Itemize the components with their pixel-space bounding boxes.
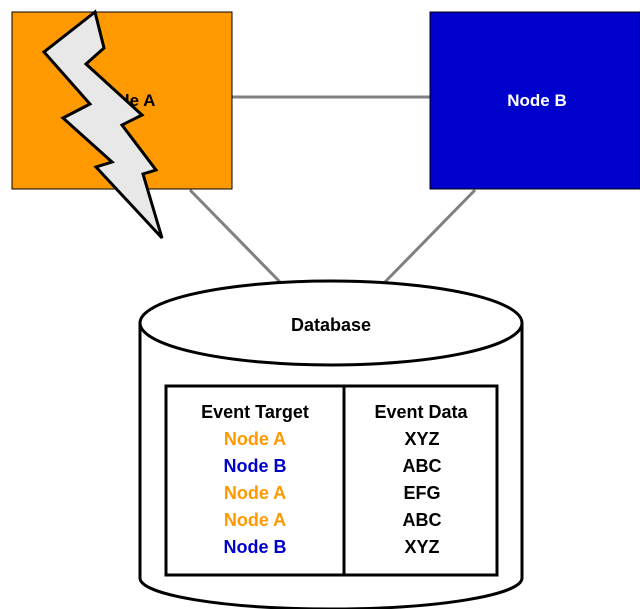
table-cell-target: Node B — [224, 456, 287, 476]
table-cell-target: Node A — [224, 483, 286, 503]
header-event-data: Event Data — [374, 402, 468, 422]
node-b: Node B — [429, 11, 640, 190]
table-cell-data: XYZ — [404, 429, 439, 449]
database-top — [138, 279, 524, 367]
header-event-target: Event Target — [201, 402, 309, 422]
connectors — [188, 95, 477, 284]
connector-b-database — [383, 188, 477, 284]
table-cell-target: Node A — [224, 429, 286, 449]
node-b-label: Node B — [507, 91, 567, 110]
lightning-bolt-icon — [41, 9, 164, 240]
table-cell-target: Node B — [224, 537, 287, 557]
node-b-box — [429, 11, 640, 190]
table-cell-data: XYZ — [404, 537, 439, 557]
event-table-border — [164, 384, 499, 577]
event-table: Event Target Event Data Node A XYZ Node … — [164, 384, 499, 577]
connector-a-database — [188, 188, 282, 284]
table-cell-data: ABC — [403, 456, 442, 476]
table-cell-target: Node A — [224, 510, 286, 530]
table-cell-data: EFG — [403, 483, 440, 503]
table-cell-data: ABC — [403, 510, 442, 530]
database-label: Database — [291, 315, 371, 335]
